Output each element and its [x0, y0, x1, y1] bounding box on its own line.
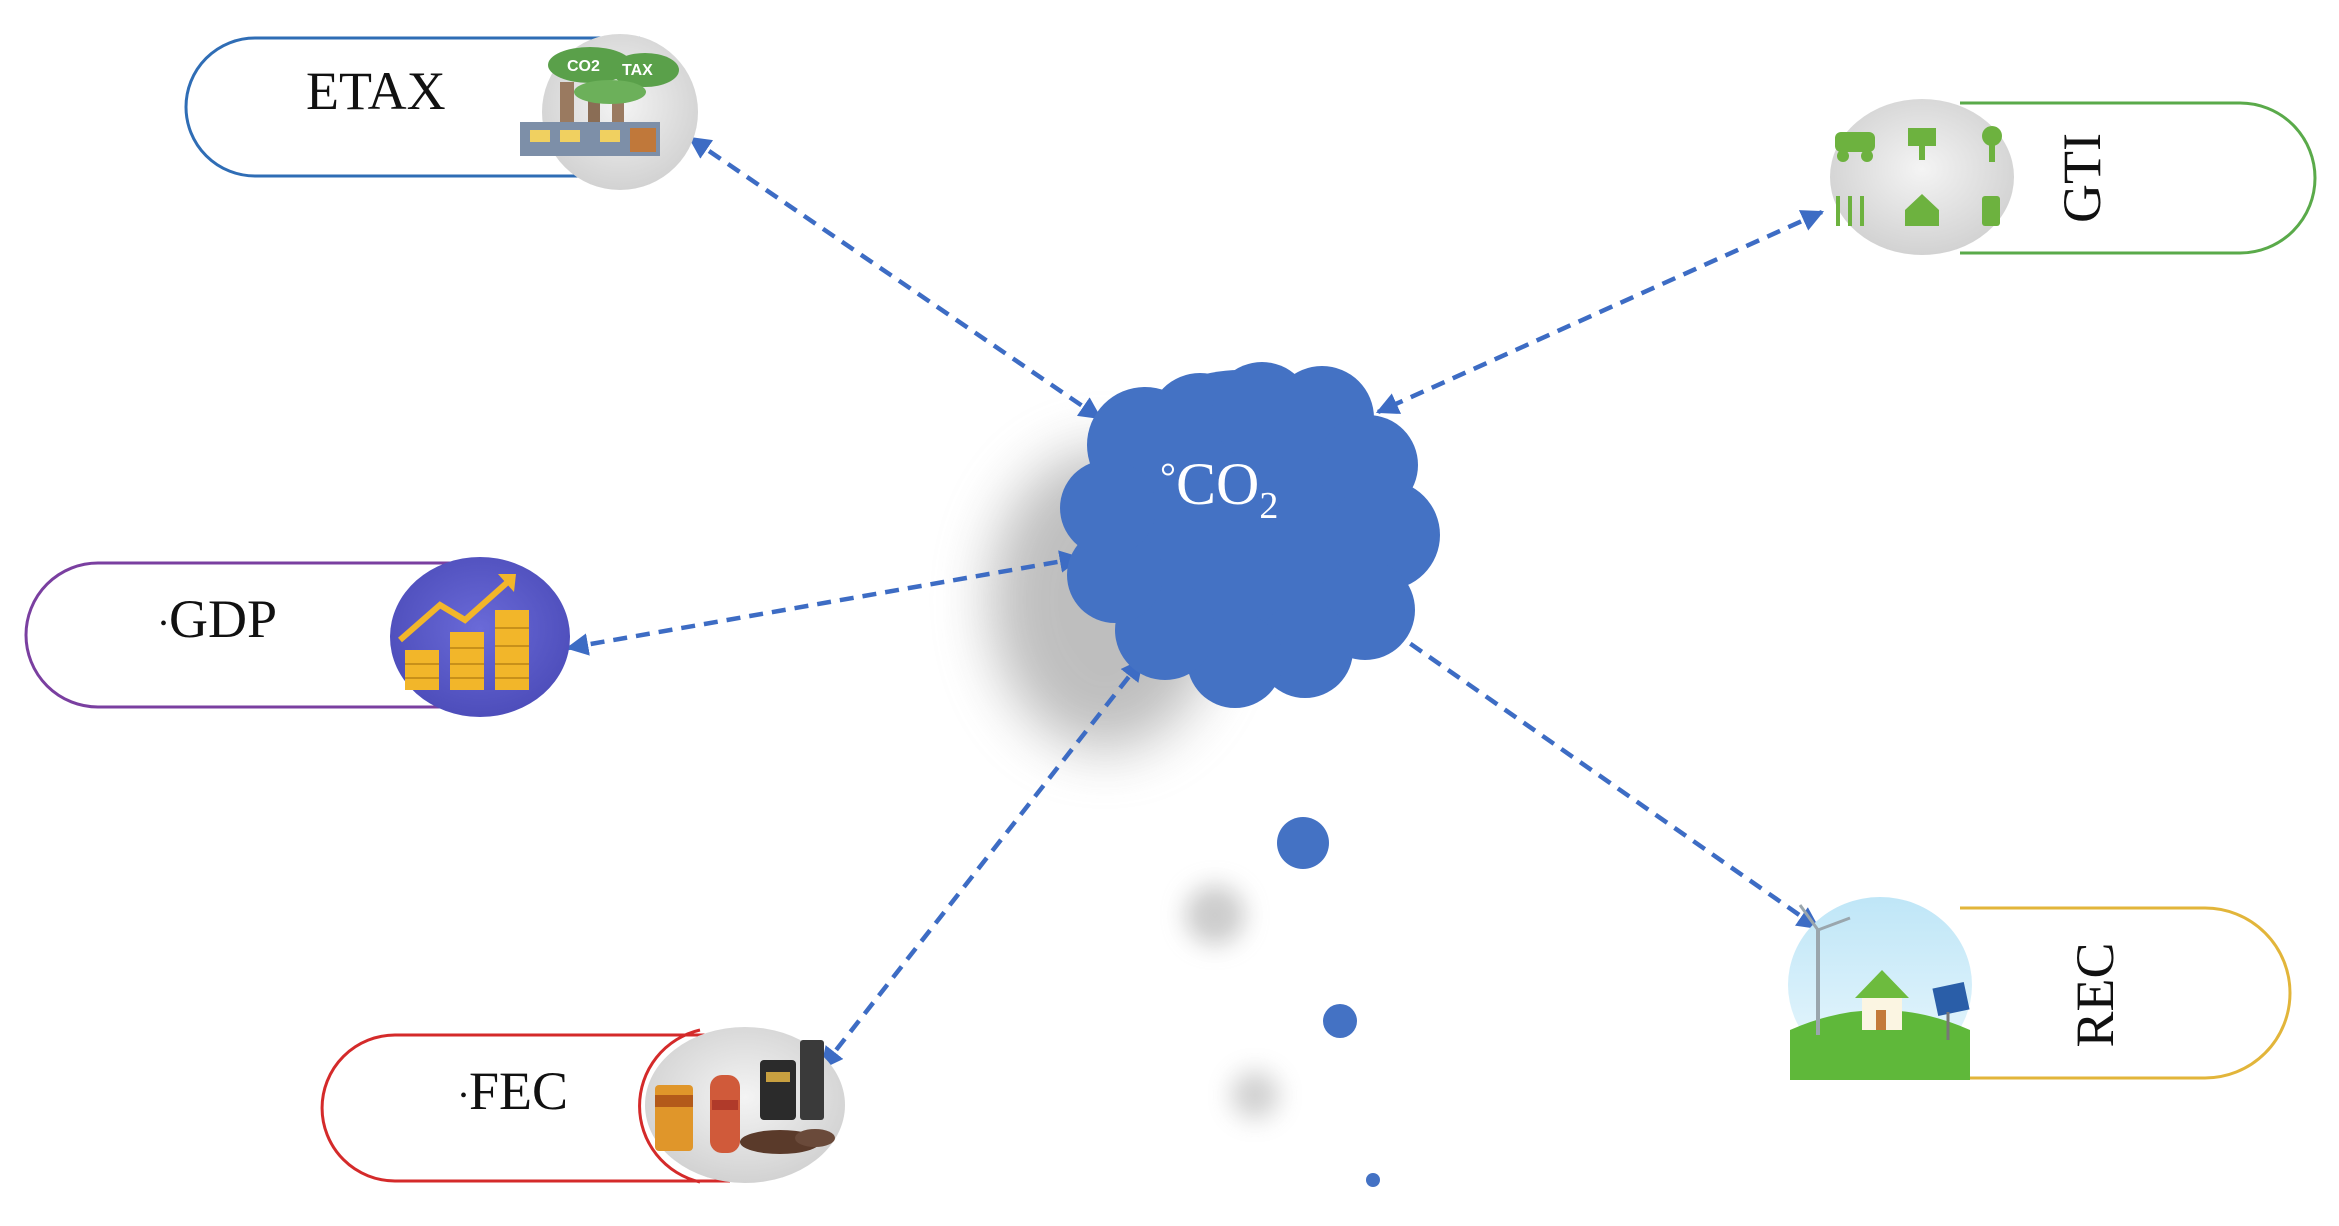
thought-bubble-medium: [1323, 1004, 1357, 1038]
co2-label: °CO2: [1160, 450, 1278, 528]
node-fec: [322, 1027, 845, 1183]
etax-badge-tax: TAX: [622, 62, 653, 79]
co2-text: CO: [1176, 451, 1259, 517]
arrow-etax-co2: [690, 138, 1100, 418]
co2-degree: °: [1160, 454, 1176, 499]
thought-bubble-small: [1366, 1173, 1380, 1187]
gdp-label-text: GDP: [169, 589, 277, 649]
gti-label: GTI: [2051, 133, 2113, 223]
etax-label: ETAX: [306, 60, 446, 122]
rec-label: REC: [2064, 942, 2126, 1047]
co2-subscript: 2: [1259, 485, 1278, 527]
green-technology-grid-icon: [1830, 99, 2014, 255]
thought-bubble-large: [1277, 817, 1329, 869]
arrow-gti-co2: [1378, 212, 1822, 412]
etax-badge-co2: CO2: [567, 58, 600, 75]
gti-label-text: GTI: [2052, 133, 2112, 223]
rec-label-text: REC: [2065, 942, 2125, 1047]
arrow-fec-co2: [822, 660, 1142, 1068]
fec-bullet: •: [460, 1085, 467, 1107]
gdp-label: •GDP: [160, 588, 277, 650]
fec-label-text: FEC: [469, 1061, 568, 1121]
fec-label: •FEC: [460, 1060, 568, 1122]
node-gdp: [26, 557, 570, 717]
gdp-bullet: •: [160, 613, 167, 635]
node-rec: [1788, 897, 2290, 1080]
arrow-rec-co2: [1362, 610, 1818, 928]
